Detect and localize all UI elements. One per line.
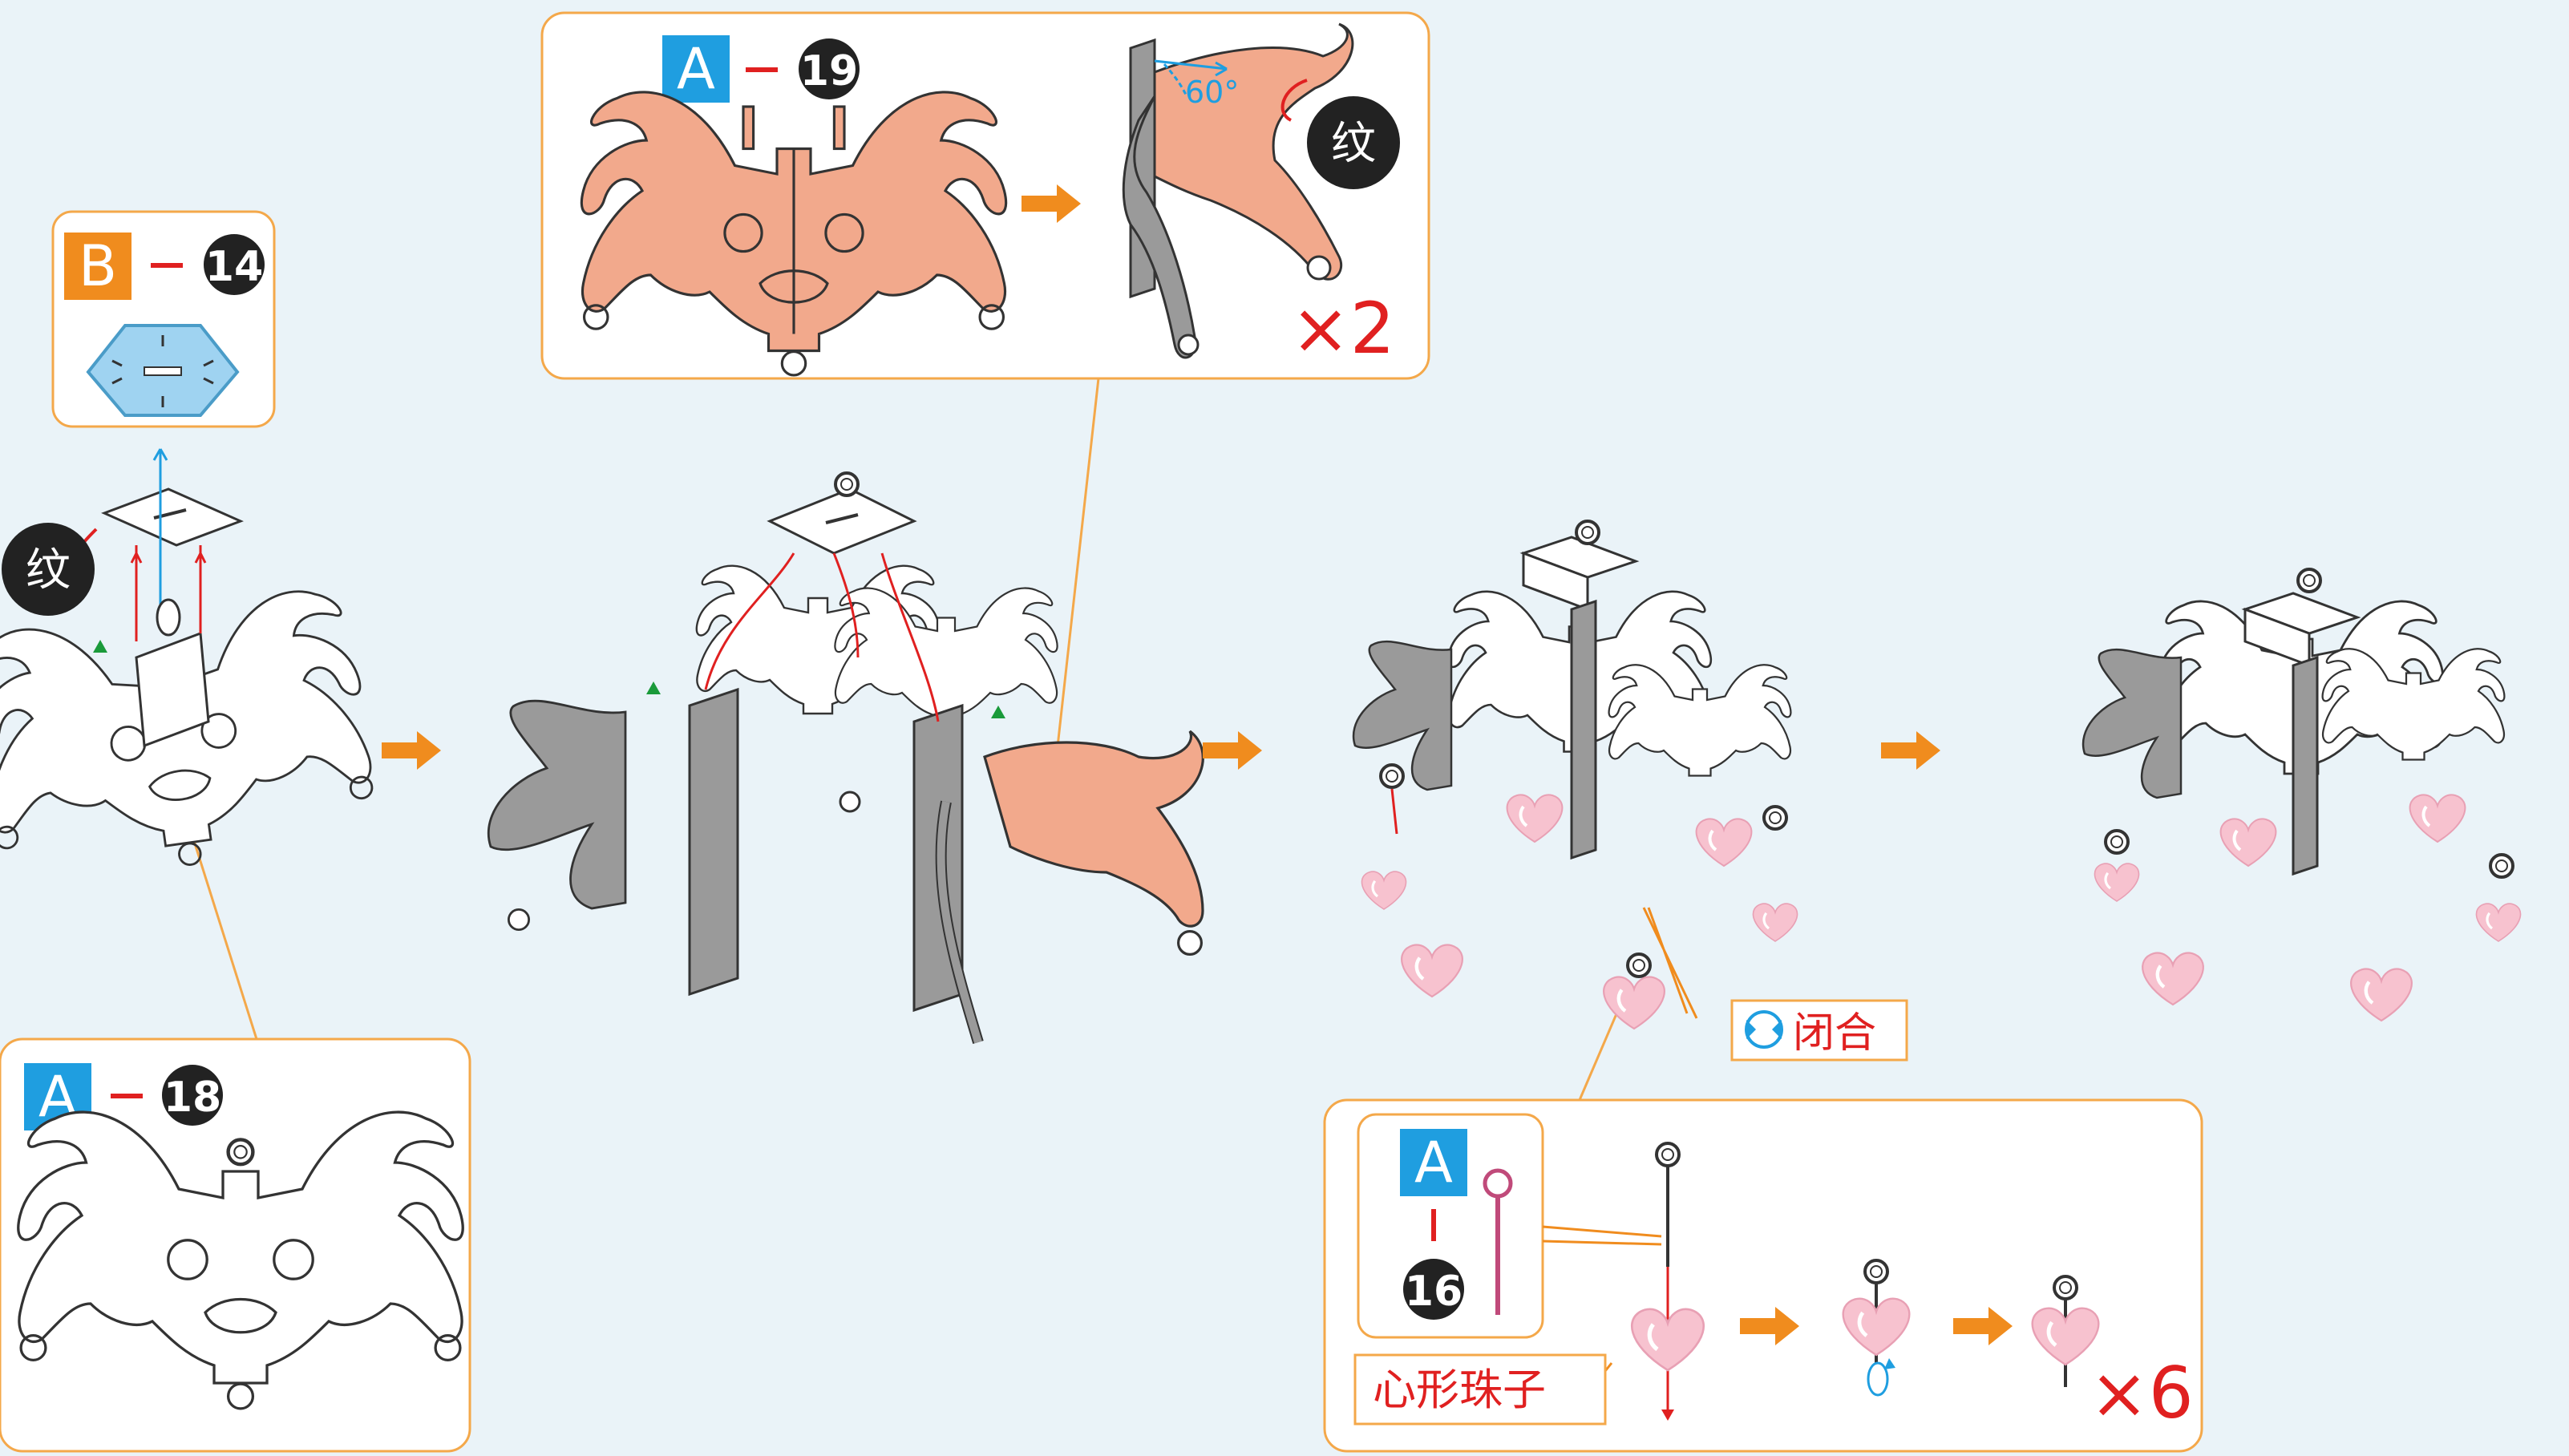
- pattern-badge-left: 纹: [2, 523, 98, 616]
- heart-bead-label-box: 心形珠子: [1353, 1353, 1613, 1426]
- eye-pin: [1483, 1168, 1513, 1315]
- leader-line-top-middle: [1055, 378, 1100, 754]
- heart-bead-label: 心形珠子: [1373, 1365, 1546, 1415]
- part-number-19: 19: [800, 47, 858, 95]
- step4-final-assembly: [2081, 568, 2522, 1021]
- step2-assembly: [487, 471, 1204, 1045]
- arrow-right-icon: [382, 731, 441, 770]
- multiplier-x2: ×2: [1291, 287, 1395, 370]
- part-letter-a: A: [677, 36, 715, 102]
- pattern-badge-top: 纹: [1280, 79, 1400, 189]
- angle-indicator: 60°: [1154, 59, 1239, 110]
- heart-bend-step: [1843, 1259, 1910, 1397]
- multiplier-x6: ×6: [2090, 1352, 2194, 1434]
- part-number-14: 14: [205, 243, 263, 291]
- leader-line-bottom-left: [188, 825, 258, 1040]
- part-number-16: 16: [1405, 1268, 1463, 1316]
- close-ring-callout: 闭合: [1730, 999, 1908, 1062]
- part-tag-b14: B 14: [64, 233, 265, 300]
- pattern-badge-label: 纹: [26, 544, 71, 597]
- pin-with-heart: [1632, 1142, 1703, 1421]
- angle-label: 60°: [1185, 75, 1239, 110]
- hexagon-cap-piece: [86, 324, 240, 417]
- arrow-right-icon: [1881, 731, 1940, 770]
- part-tag-a16: A 16: [1400, 1129, 1467, 1320]
- wing-piece-a19: [580, 91, 1008, 377]
- leader-line-pin: [1542, 1225, 1662, 1246]
- part-number-18: 18: [164, 1074, 221, 1122]
- part-letter-b: B: [79, 233, 117, 299]
- part-letter-a: A: [1414, 1130, 1453, 1195]
- heart-final-step: [2033, 1275, 2099, 1387]
- step3-assembly: [1352, 520, 1799, 1029]
- part-tag-a19: A 19: [662, 35, 860, 103]
- pattern-badge-label: 纹: [1331, 118, 1376, 170]
- arrow-right-icon: [1203, 731, 1262, 770]
- folded-wing-piece: [1122, 22, 1354, 359]
- step1-assembly: [0, 448, 381, 892]
- close-label: 闭合: [1793, 1009, 1876, 1058]
